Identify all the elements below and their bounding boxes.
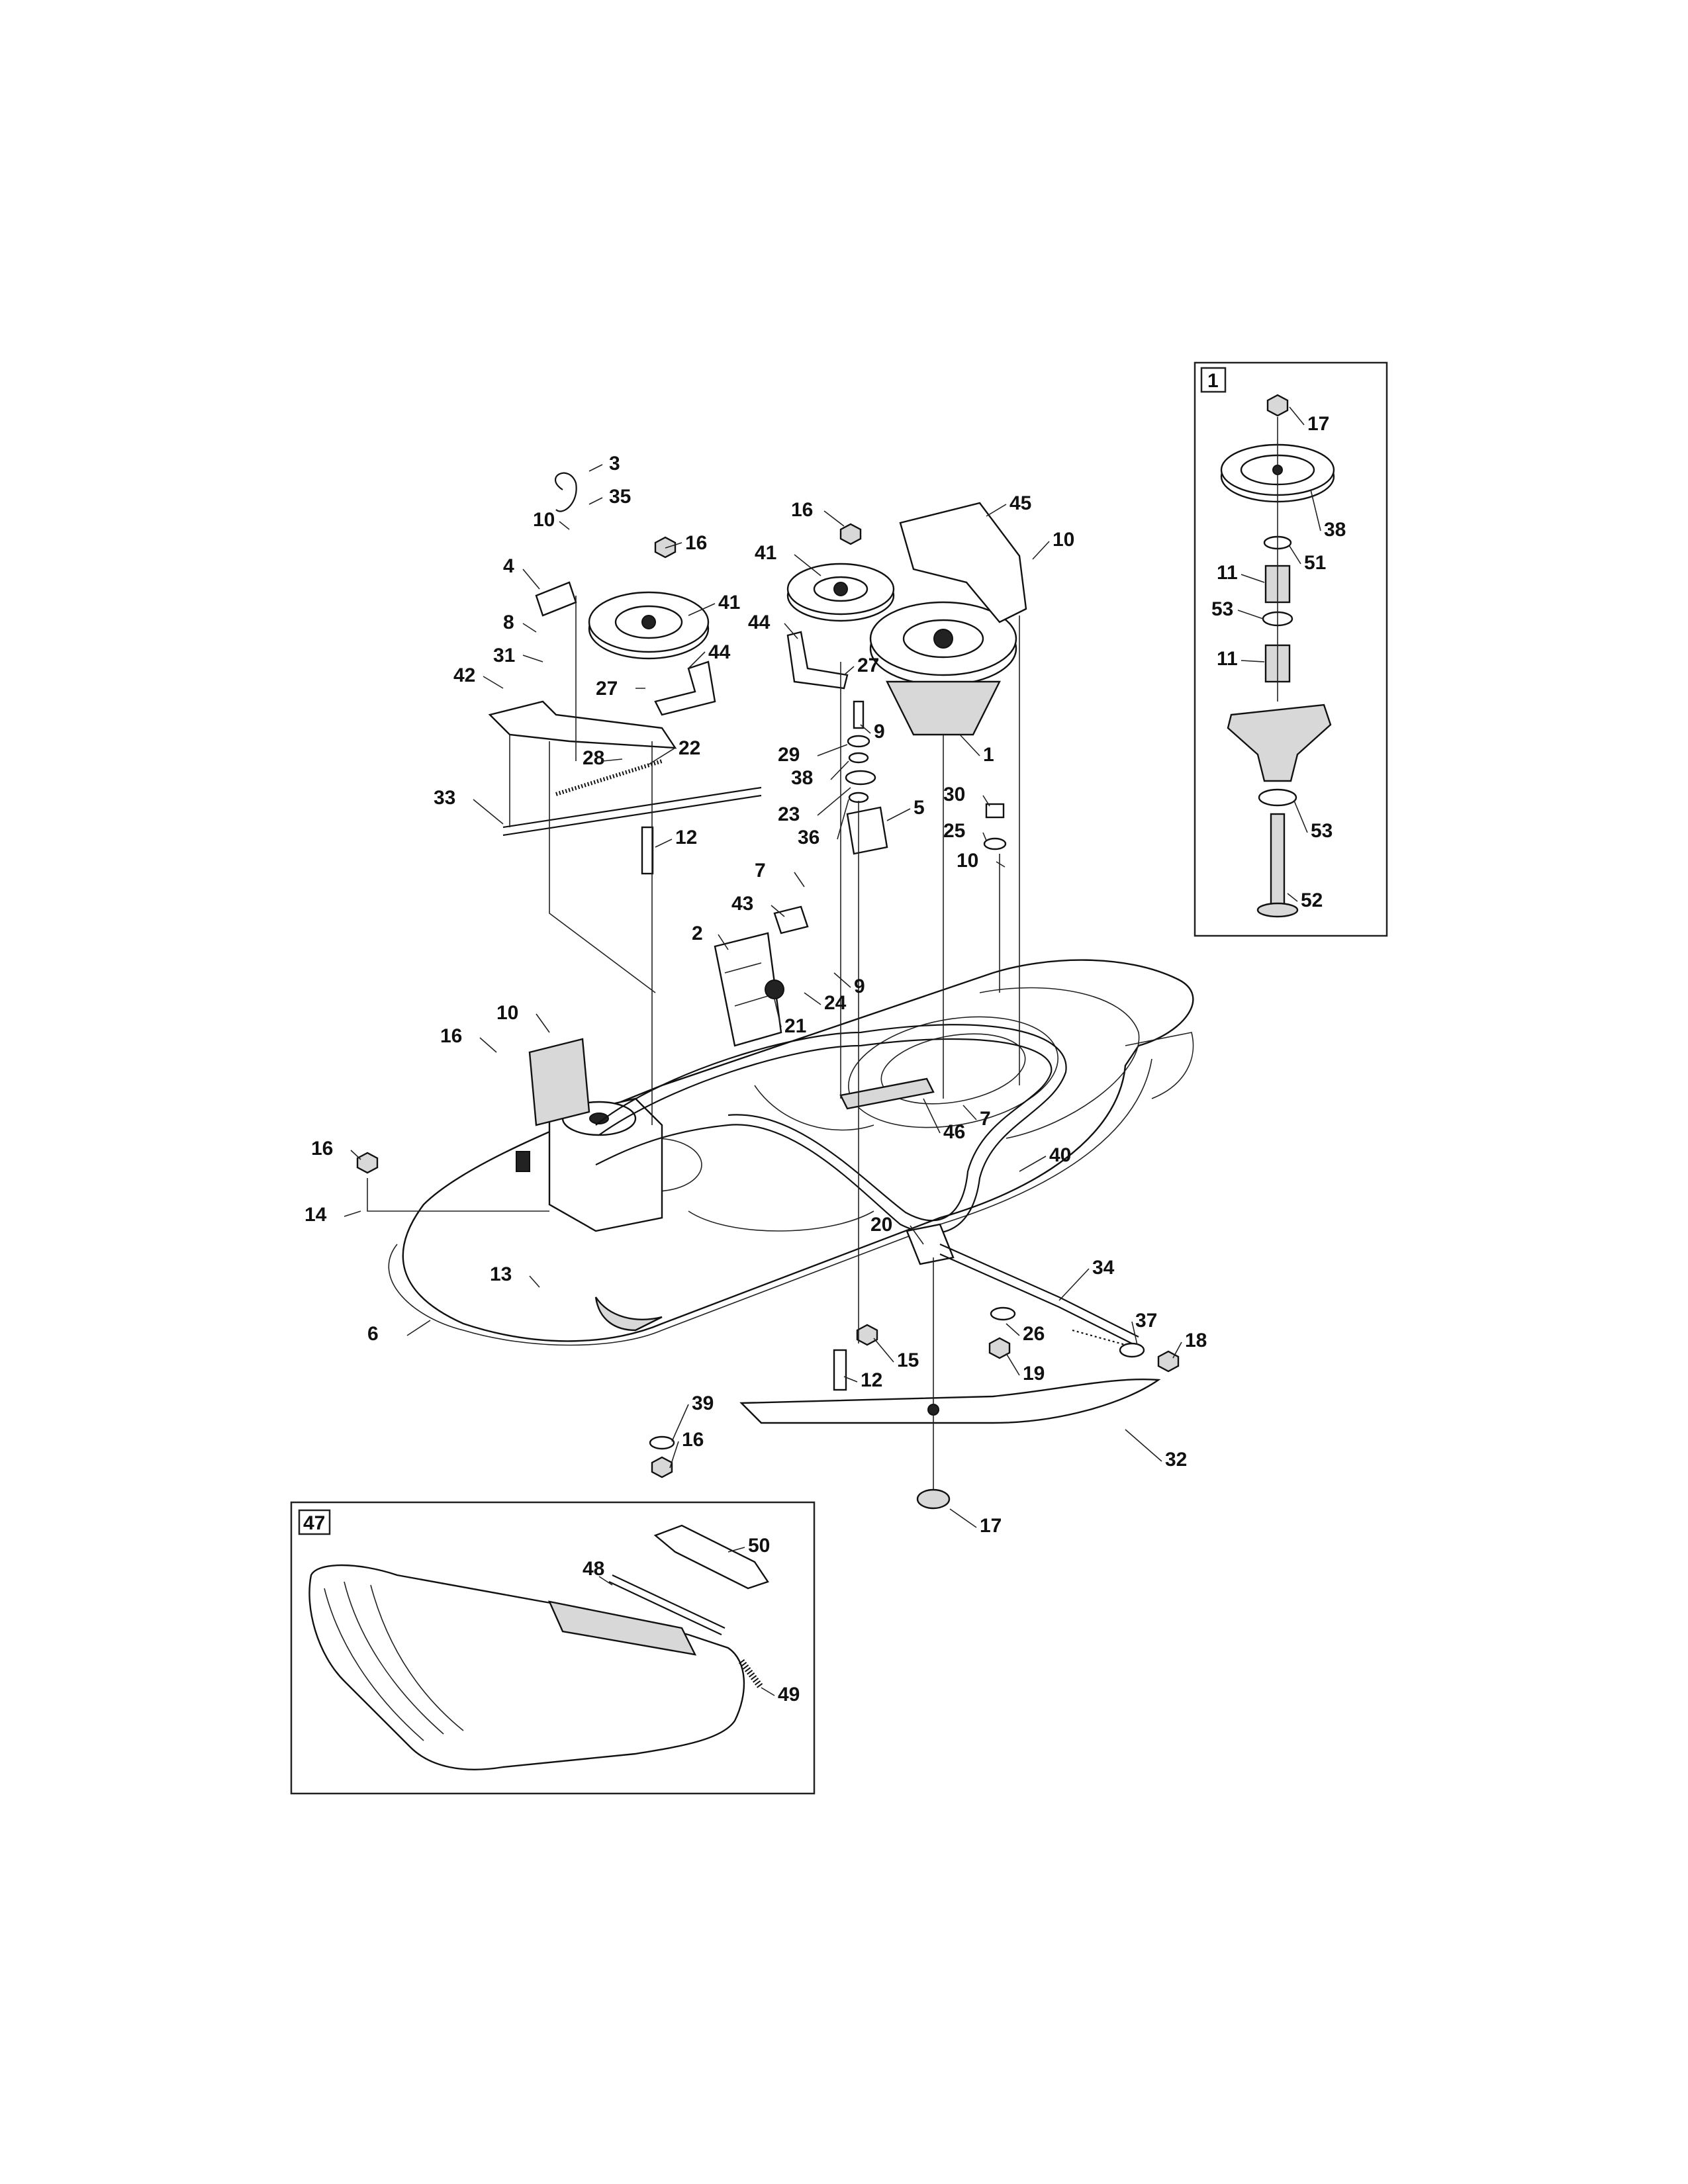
callout-12-b: 12 bbox=[861, 1369, 882, 1391]
callout-14: 14 bbox=[305, 1204, 327, 1226]
inset-1-box-label: 1 bbox=[1207, 370, 1219, 392]
inset-1-callout-51: 51 bbox=[1304, 552, 1326, 574]
callout-17: 17 bbox=[980, 1515, 1002, 1537]
callout-37: 37 bbox=[1135, 1310, 1157, 1332]
callout-2: 2 bbox=[692, 923, 703, 944]
inset-47-box-label: 47 bbox=[303, 1512, 325, 1534]
callout-31: 31 bbox=[493, 645, 515, 666]
callout-16-left: 16 bbox=[440, 1025, 462, 1047]
callout-16-bottom: 16 bbox=[682, 1429, 704, 1451]
callout-36: 36 bbox=[798, 827, 820, 848]
inset-1-callout-52: 52 bbox=[1301, 889, 1323, 911]
callout-16-center: 16 bbox=[791, 499, 813, 521]
upper-components bbox=[356, 472, 1180, 1510]
callout-41: 41 bbox=[718, 592, 740, 614]
inset-1-callout-11-b: 11 bbox=[1217, 648, 1238, 670]
inset-47-callout-48: 48 bbox=[583, 1558, 604, 1580]
callout-4: 4 bbox=[503, 555, 514, 577]
callout-35: 35 bbox=[609, 486, 631, 508]
callout-25: 25 bbox=[943, 820, 965, 842]
callout-30: 30 bbox=[943, 784, 965, 805]
callout-21: 21 bbox=[784, 1015, 806, 1037]
callout-1: 1 bbox=[983, 744, 994, 766]
callout-7-b: 7 bbox=[980, 1108, 991, 1130]
callout-40: 40 bbox=[1049, 1144, 1071, 1166]
callout-27: 27 bbox=[596, 678, 618, 700]
callout-38: 38 bbox=[791, 767, 813, 789]
main-callouts: 3 35 10 4 16 41 8 31 42 27 44 28 22 33 1… bbox=[305, 453, 1207, 1537]
callout-10: 10 bbox=[533, 509, 555, 531]
inset-47-callout-49: 49 bbox=[778, 1684, 800, 1706]
callout-18: 18 bbox=[1185, 1330, 1207, 1351]
callout-43: 43 bbox=[731, 893, 753, 915]
inset-1-callout-53: 53 bbox=[1211, 598, 1233, 620]
callout-26: 26 bbox=[1023, 1323, 1045, 1345]
callout-leaders bbox=[344, 464, 1182, 1528]
callout-8: 8 bbox=[503, 612, 514, 633]
callout-29: 29 bbox=[778, 744, 800, 766]
callout-32: 32 bbox=[1165, 1449, 1187, 1471]
inset-1-callout-11: 11 bbox=[1217, 562, 1238, 584]
callout-13: 13 bbox=[490, 1263, 512, 1285]
callout-15: 15 bbox=[897, 1349, 919, 1371]
callout-45: 45 bbox=[1009, 492, 1031, 514]
callout-10-left: 10 bbox=[496, 1002, 518, 1024]
callout-22: 22 bbox=[679, 737, 700, 759]
callout-16: 16 bbox=[685, 532, 707, 554]
callout-44: 44 bbox=[708, 641, 731, 663]
callout-42: 42 bbox=[453, 664, 475, 686]
callout-5: 5 bbox=[914, 797, 925, 819]
callout-34: 34 bbox=[1092, 1257, 1115, 1279]
callout-7: 7 bbox=[755, 860, 766, 882]
mower-deck-housing bbox=[388, 932, 1194, 1424]
callout-24: 24 bbox=[824, 992, 847, 1014]
callout-44-center: 44 bbox=[748, 612, 771, 633]
callout-39: 39 bbox=[692, 1392, 714, 1414]
callout-10-right: 10 bbox=[1053, 529, 1074, 551]
inset-spindle-assembly: 1 17 38 51 11 53 11 53 52 bbox=[1194, 361, 1388, 937]
callout-3: 3 bbox=[609, 453, 620, 475]
callout-19: 19 bbox=[1023, 1363, 1045, 1385]
callout-9: 9 bbox=[874, 721, 885, 743]
callout-6: 6 bbox=[367, 1323, 379, 1345]
inset-mulch-kit: 47 48 50 49 bbox=[290, 1501, 816, 1795]
callout-46: 46 bbox=[943, 1121, 965, 1143]
callout-28: 28 bbox=[583, 747, 604, 769]
callout-27-center: 27 bbox=[857, 655, 879, 676]
callout-16-far-left: 16 bbox=[311, 1138, 333, 1160]
inset-1-callout-53-b: 53 bbox=[1311, 820, 1333, 842]
callout-33: 33 bbox=[434, 787, 455, 809]
callout-20: 20 bbox=[870, 1214, 892, 1236]
inset-47-callout-50: 50 bbox=[748, 1535, 770, 1557]
callout-10-r2: 10 bbox=[957, 850, 978, 872]
callout-23: 23 bbox=[778, 803, 800, 825]
callout-9-b: 9 bbox=[854, 976, 865, 997]
inset-1-callout-17: 17 bbox=[1307, 413, 1329, 435]
callout-41-center: 41 bbox=[755, 542, 776, 564]
callout-12: 12 bbox=[675, 827, 697, 848]
inset-1-callout-38: 38 bbox=[1324, 519, 1346, 541]
